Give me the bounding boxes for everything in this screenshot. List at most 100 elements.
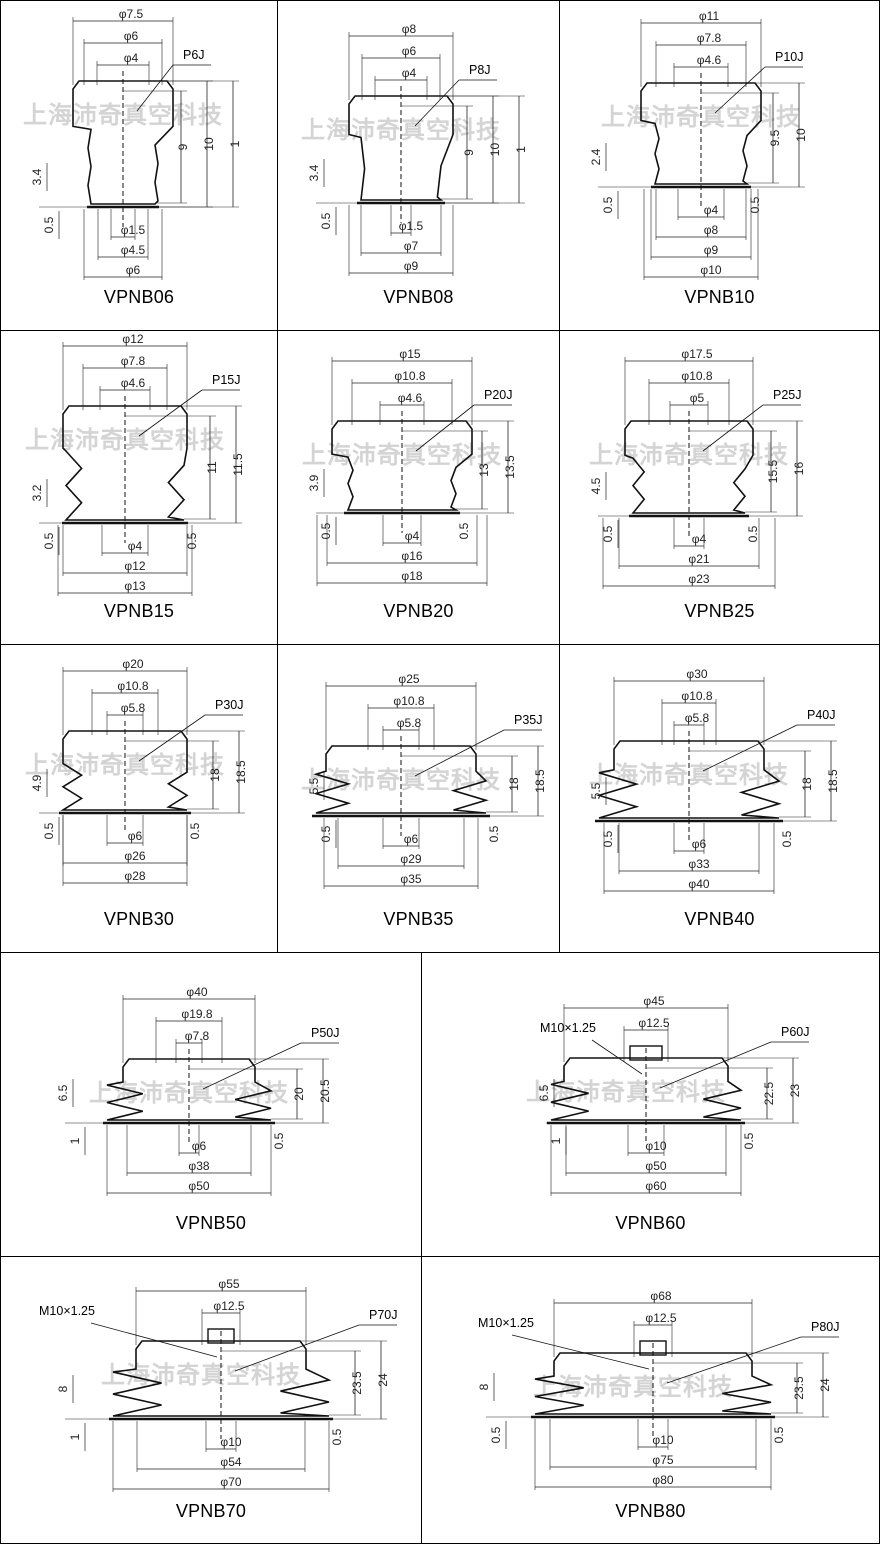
bottom-dimension: φ50: [188, 1179, 209, 1193]
part-number-label: P30J: [215, 698, 244, 712]
height-dimension: 13: [477, 463, 491, 477]
bottom-dimension: φ6: [126, 263, 141, 277]
thread-stud: [629, 1045, 663, 1061]
leader-line: [714, 66, 766, 114]
bottom-dimension: φ7: [404, 239, 419, 253]
model-label: VPNB06: [103, 287, 175, 307]
bottom-dimension: φ10: [220, 1435, 241, 1449]
width-dimension: φ40: [186, 985, 207, 999]
width-dimension: φ12.5: [645, 1311, 676, 1325]
leader-line: [659, 1041, 772, 1089]
height-dimension: 22.5: [762, 1081, 776, 1105]
bottom-dimension: φ18: [401, 569, 422, 583]
left-dimension: 8: [477, 1383, 491, 1390]
bottom-dimension: φ1.5: [121, 223, 146, 237]
width-dimension: φ6: [402, 44, 417, 58]
bottom-dimension: φ9: [404, 259, 419, 273]
left-dimension: 0.5: [319, 522, 333, 539]
width-dimension: φ12.5: [213, 1299, 244, 1313]
left-dimension: 1: [68, 1137, 82, 1144]
width-dimension: φ15: [399, 347, 420, 361]
left-dimension: 1: [549, 1137, 563, 1144]
model-label: VPNB40: [684, 909, 755, 929]
bottom-dimension: φ26: [124, 849, 145, 863]
cup-outline: [640, 82, 762, 185]
leader-line: [702, 404, 764, 452]
height-dimension: 23.5: [792, 1376, 806, 1400]
left-dimension: 6.5: [537, 1084, 551, 1101]
leader-line: [234, 1324, 360, 1372]
width-dimension: φ10.8: [681, 369, 712, 383]
width-dimension: φ10.8: [394, 369, 425, 383]
left-dimension: 0.5: [489, 1426, 503, 1443]
left-dimension: 0.5: [319, 825, 333, 842]
width-dimension: φ10.8: [117, 679, 148, 693]
part-number-label: P80J: [811, 1320, 840, 1334]
model-label: VPNB30: [103, 909, 175, 929]
model-label: VPNB70: [175, 1501, 247, 1521]
bottom-dimension: φ8: [704, 223, 719, 237]
bottom-dimension: φ4: [128, 539, 143, 553]
left-dimension: 3.4: [307, 164, 321, 181]
height-dimension: 18.5: [533, 769, 547, 793]
left-dimension: 0.5: [42, 822, 56, 839]
bottom-dimension: φ4: [692, 532, 707, 546]
bottom-dimension: φ10: [645, 1139, 666, 1153]
height-dimension: 9: [176, 143, 190, 150]
leader-line: [702, 724, 798, 772]
height-dimension: 10: [488, 143, 502, 157]
width-dimension: φ12: [122, 332, 143, 346]
cup-outline: [72, 80, 174, 205]
leader-line: [202, 1042, 302, 1090]
bottom-dimension: φ33: [688, 857, 709, 871]
bottom-dimension: φ38: [188, 1159, 209, 1173]
height-dimension: 18: [208, 768, 222, 782]
lip-dimension: 0.5: [772, 1426, 786, 1443]
width-dimension: φ7.8: [185, 1029, 210, 1043]
watermark-text: 上海沛奇真空科技: [533, 1373, 733, 1401]
leader-line: [136, 64, 174, 112]
left-dimension: 0.5: [42, 216, 56, 233]
bottom-dimension: φ23: [688, 572, 709, 586]
part-number-label: P70J: [369, 1308, 398, 1322]
bottom-dimension: φ21: [688, 552, 709, 566]
left-dimension: 2.4: [589, 148, 603, 165]
width-dimension: φ11: [699, 9, 720, 23]
cup-outline: [331, 420, 473, 511]
lip-dimension: 0.5: [330, 1428, 344, 1445]
model-label: VPNB20: [383, 601, 454, 621]
height-dimension: 23.5: [350, 1371, 364, 1395]
height-dimension: 9.5: [768, 129, 782, 146]
height-dimension: 18.5: [234, 760, 248, 784]
left-dimension: 0.5: [319, 212, 333, 229]
leader-line: [415, 404, 475, 452]
height-dimension: 18: [507, 777, 521, 791]
leader-line: [666, 1336, 802, 1384]
height-dimension: 20: [292, 1087, 306, 1101]
watermark-text: 上海沛奇真空科技: [101, 1361, 301, 1389]
width-dimension: φ68: [650, 1289, 671, 1303]
height-dimension: 15.5: [766, 459, 780, 483]
bottom-dimension: φ10: [652, 1433, 673, 1447]
width-dimension: φ6: [124, 29, 139, 43]
leader-line: [414, 79, 460, 127]
height-dimension: 1: [514, 146, 528, 153]
model-label: VPNB25: [684, 601, 755, 621]
height-dimension: 16: [792, 462, 806, 476]
